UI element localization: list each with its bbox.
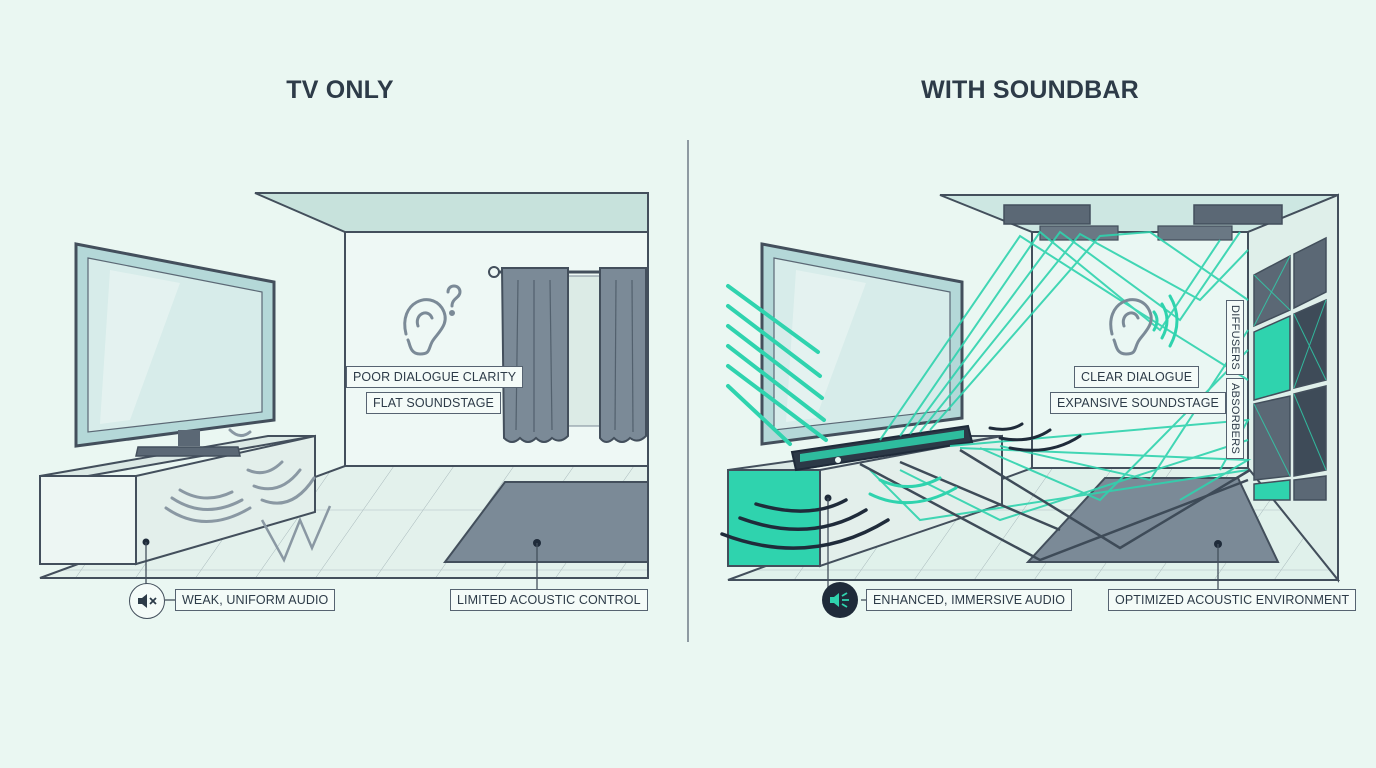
soundbar-waves [720, 422, 1082, 550]
speaker-loud-icon [822, 582, 858, 618]
left-ceiling [254, 192, 649, 233]
left-room [39, 192, 649, 590]
left-title: TV ONLY [286, 76, 394, 104]
acoustic-panels [1253, 236, 1327, 501]
label-absorbers: ABSORBERS [1226, 378, 1244, 460]
label-clear-dialogue: CLEAR DIALOGUE [1074, 366, 1200, 388]
right-room [720, 193, 1341, 590]
label-weak-audio: WEAK, UNIFORM AUDIO [175, 589, 336, 611]
label-diffusers: DIFFUSERS [1226, 300, 1244, 376]
left-tv-base [135, 446, 241, 457]
left-curtain-left [500, 267, 569, 443]
label-limited-acoustic: LIMITED ACOUSTIC CONTROL [450, 589, 648, 611]
label-poor-dialogue: POOR DIALOGUE CLARITY [346, 366, 524, 388]
left-curtain-right [599, 267, 647, 443]
label-flat-soundstage: FLAT SOUNDSTAGE [366, 392, 501, 414]
label-enhanced-audio: ENHANCED, IMMERSIVE AUDIO [866, 589, 1073, 611]
sound-rays [869, 230, 1252, 522]
label-optimized-acoustic: OPTIMIZED ACOUSTIC ENVIRONMENT [1108, 589, 1357, 611]
ear-question-icon [403, 284, 462, 356]
speaker-muted-icon [129, 583, 165, 619]
left-weak-waves [164, 428, 316, 523]
left-tv-stand-front [39, 475, 137, 565]
label-expansive-soundstage: EXPANSIVE SOUNDSTAGE [1050, 392, 1226, 414]
right-title: WITH SOUNDBAR [921, 76, 1139, 104]
left-rug [443, 481, 649, 563]
ear-sound-icon [1109, 294, 1179, 356]
